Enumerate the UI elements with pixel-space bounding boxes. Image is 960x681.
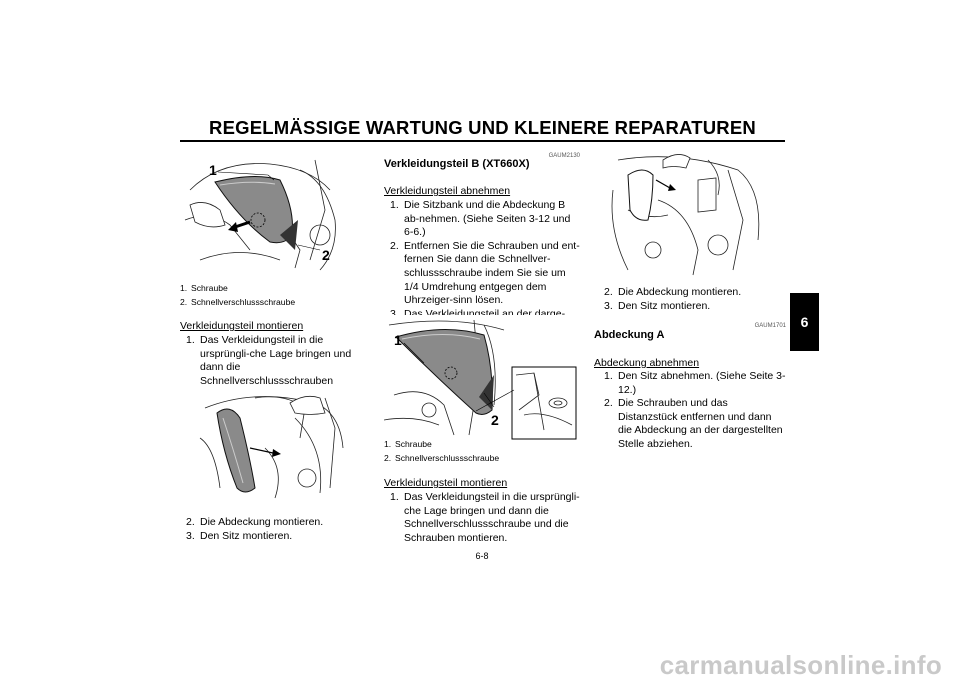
figure2-callout-1: 1 — [394, 332, 402, 348]
steps-finish-col1: 2.Die Abdeckung montieren. 3.Den Sitz mo… — [180, 516, 358, 543]
figure2-callout-2: 2 — [491, 412, 499, 428]
section-heading-fairing-b: Verkleidungsteil B (XT660X) — [384, 158, 530, 170]
section-title-mount-fairing: Verkleidungsteil montieren — [180, 320, 304, 332]
step-item: 3.Den Sitz montieren. — [186, 529, 293, 542]
step-item: 1.Die Sitzbank und die Abdeckung B ab-ne… — [390, 199, 571, 239]
step-item: 2.Die Schrauben und das Distanzstück ent… — [604, 397, 783, 450]
step-item: 2.Die Abdeckung montieren. — [186, 516, 324, 528]
caption-item: 2.Schnellverschlussschraube — [384, 453, 500, 463]
chapter-tab: 6 — [790, 293, 819, 351]
steps-mount-fairing-b: 1.Das Verkleidungsteil in die ursprüngli… — [384, 491, 580, 545]
header-rule — [180, 140, 785, 142]
cover-remove-illustration — [611, 154, 760, 276]
figure-fairing-removal: 1 2 — [180, 150, 342, 278]
figure1-callout-1: 1 — [209, 162, 217, 178]
caption-item: 2.Schnellverschlussschraube — [180, 297, 296, 307]
figure-cover-remove — [598, 150, 768, 278]
steps-finish-col3: 2.Die Abdeckung montieren. 3.Den Sitz mo… — [598, 286, 788, 313]
figure1-callout-2: 2 — [322, 247, 330, 263]
fairing-b-illustration — [384, 319, 577, 440]
caption-item: 1.Schraube — [384, 439, 432, 449]
section-code: GAUM1701 — [754, 323, 786, 329]
figure-fairing-b: 1 2 — [384, 315, 580, 440]
page-number: 6-8 — [475, 551, 489, 561]
step-item: 2.Entfernen Sie die Schrauben und ent-fe… — [390, 239, 580, 307]
page-title: REGELMÄSSIGE WARTUNG UND KLEINERE REPARA… — [209, 117, 756, 138]
figure-fairing-mount — [195, 388, 345, 501]
step-item: 3.Den Sitz montieren. — [604, 299, 711, 312]
section-title-remove-fairing: Verkleidungsteil abnehmen — [384, 185, 511, 197]
caption-item: 1.Schraube — [180, 283, 228, 293]
section-heading-cover-a: Abdeckung A — [594, 329, 665, 341]
section-title-remove-cover: Abdeckung abnehmen — [594, 357, 700, 369]
section-code: GAUM2130 — [548, 153, 580, 159]
fairing-removal-illustration — [184, 159, 336, 271]
steps-remove-cover: 1.Den Sitz abnehmen. (Siehe Seite 3-12.)… — [598, 370, 788, 452]
fairing-mount-illustration — [199, 395, 344, 499]
figure1-caption: 1.Schraube 2.Schnellverschlussschraube — [180, 281, 360, 309]
step-item: 1.Den Sitz abnehmen. (Siehe Seite 3-12.) — [604, 370, 786, 396]
step-item: 1.Das Verkleidungsteil in die ursprüngli… — [390, 491, 580, 544]
figure2-caption: 1.Schraube 2.Schnellverschlussschraube — [384, 437, 580, 465]
step-item: 2.Die Abdeckung montieren. — [604, 286, 742, 298]
watermark: carmanualsonline.info — [659, 650, 942, 680]
section-title-mount-fairing-b: Verkleidungsteil montieren — [384, 477, 508, 489]
